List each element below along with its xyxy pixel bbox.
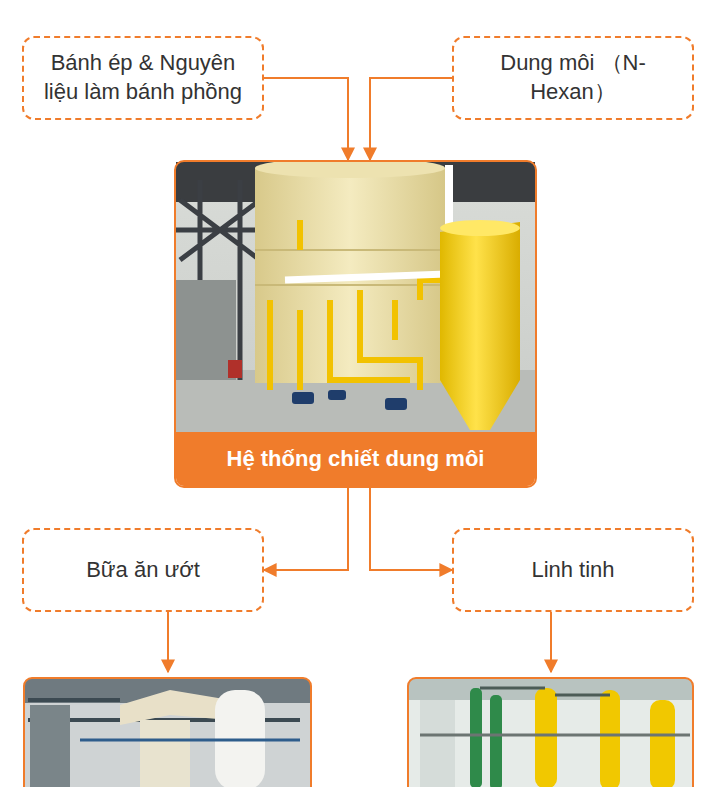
box-label: Dung môi （N-Hexan）	[462, 49, 684, 106]
process-box: Hệ thống chiết dung môi	[174, 160, 537, 488]
material-box: Bữa ăn ướt	[22, 528, 264, 612]
miscella-photo	[408, 678, 693, 787]
extractor-photo	[176, 162, 535, 442]
flow-arrow	[264, 78, 348, 160]
material-box: Linh tinh	[452, 528, 694, 612]
box-label: Linh tinh	[531, 556, 614, 585]
process-label: Hệ thống chiết dung môi	[176, 432, 535, 486]
photo-frame	[408, 678, 693, 787]
flow-arrow	[370, 78, 452, 160]
flow-arrow	[370, 488, 452, 570]
meal-photo	[24, 678, 311, 787]
photo-arrow	[167, 612, 169, 672]
material-box: Bánh ép & Nguyên liệu làm bánh phồng	[22, 36, 264, 120]
photo-frame	[24, 678, 311, 787]
box-label: Bữa ăn ướt	[86, 556, 200, 585]
flow-arrow	[264, 488, 348, 570]
photo-arrow	[550, 612, 552, 672]
box-label: Bánh ép & Nguyên liệu làm bánh phồng	[32, 49, 254, 106]
material-box: Dung môi （N-Hexan）	[452, 36, 694, 120]
